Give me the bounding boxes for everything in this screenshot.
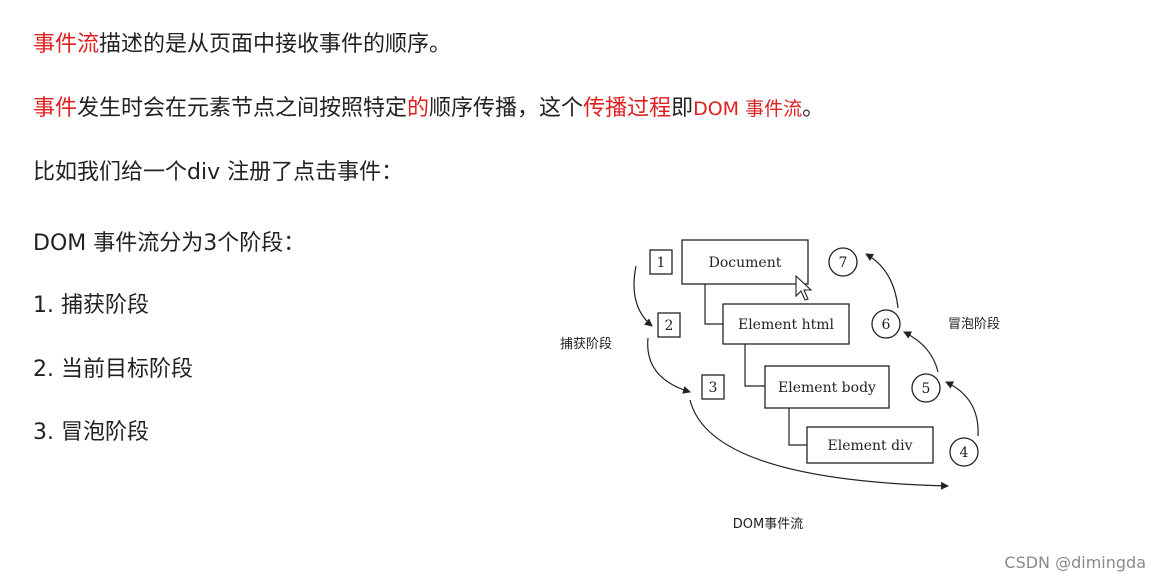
step-7-circle: 7 xyxy=(828,247,858,277)
node-document: Document xyxy=(681,239,809,285)
bubble-phase-label: 冒泡阶段 xyxy=(948,317,1000,332)
term-event-flow: 事件流 xyxy=(33,32,100,57)
node-document-label: Document xyxy=(709,255,782,271)
svg-text:1: 1 xyxy=(657,255,666,271)
svg-text:4: 4 xyxy=(960,445,969,461)
watermark: CSDN @dimingda xyxy=(1004,553,1146,572)
intro-line-2-text-c: 即 xyxy=(671,96,694,121)
node-element-body: Element body xyxy=(764,365,890,409)
intro-line-2-period: 。 xyxy=(802,96,825,121)
node-element-body-label: Element body xyxy=(778,380,876,396)
diagram-caption: DOM事件流 xyxy=(733,517,803,532)
step-1-square: 1 xyxy=(649,249,673,275)
node-element-html-label: Element html xyxy=(738,317,835,333)
svg-text:5: 5 xyxy=(922,381,931,397)
intro-line-1-text: 描述的是从页面中接收事件的顺序。 xyxy=(99,32,452,57)
term-de: 的 xyxy=(407,96,430,121)
phase-item-capture: 1. 捕获阶段 xyxy=(33,293,149,318)
node-element-div: Element div xyxy=(806,426,934,464)
svg-text:7: 7 xyxy=(839,255,848,271)
svg-text:6: 6 xyxy=(882,317,891,333)
svg-text:3: 3 xyxy=(709,380,718,396)
step-5-circle: 5 xyxy=(911,373,941,403)
phases-title: DOM 事件流分为3个阶段： xyxy=(33,231,306,256)
intro-line-2: 事件发生时会在元素节点之间按照特定的顺序传播，这个传播过程即DOM 事件流。 xyxy=(33,94,824,124)
node-element-div-label: Element div xyxy=(828,438,913,454)
term-dom-event-flow: DOM 事件流 xyxy=(693,98,803,120)
tree-connectors xyxy=(704,284,807,446)
intro-line-3: 比如我们给一个div 注册了点击事件： xyxy=(33,160,404,185)
term-event: 事件 xyxy=(33,96,78,121)
dom-event-flow-diagram: Document Element html Element body Eleme… xyxy=(540,228,1000,538)
bubble-arrows xyxy=(865,253,979,437)
step-3-square: 3 xyxy=(701,374,725,400)
step-4-circle: 4 xyxy=(949,437,979,467)
mouse-cursor-icon xyxy=(795,274,813,301)
phase-item-target: 2. 当前目标阶段 xyxy=(33,357,193,382)
intro-line-1: 事件流描述的是从页面中接收事件的顺序。 xyxy=(33,30,451,60)
step-2-square: 2 xyxy=(657,312,681,338)
term-propagation: 传播过程 xyxy=(583,96,672,121)
capture-phase-label: 捕获阶段 xyxy=(560,336,612,352)
diagram-canvas: Document Element html Element body Eleme… xyxy=(560,239,1000,532)
intro-line-2-text-a: 发生时会在元素节点之间按照特定 xyxy=(77,96,408,121)
intro-line-2-text-b: 顺序传播，这个 xyxy=(429,96,584,121)
phase-item-bubble: 3. 冒泡阶段 xyxy=(33,420,149,445)
node-element-html: Element html xyxy=(722,303,850,345)
step-6-circle: 6 xyxy=(871,309,901,339)
svg-text:2: 2 xyxy=(665,318,674,334)
capture-arrows xyxy=(633,265,949,490)
